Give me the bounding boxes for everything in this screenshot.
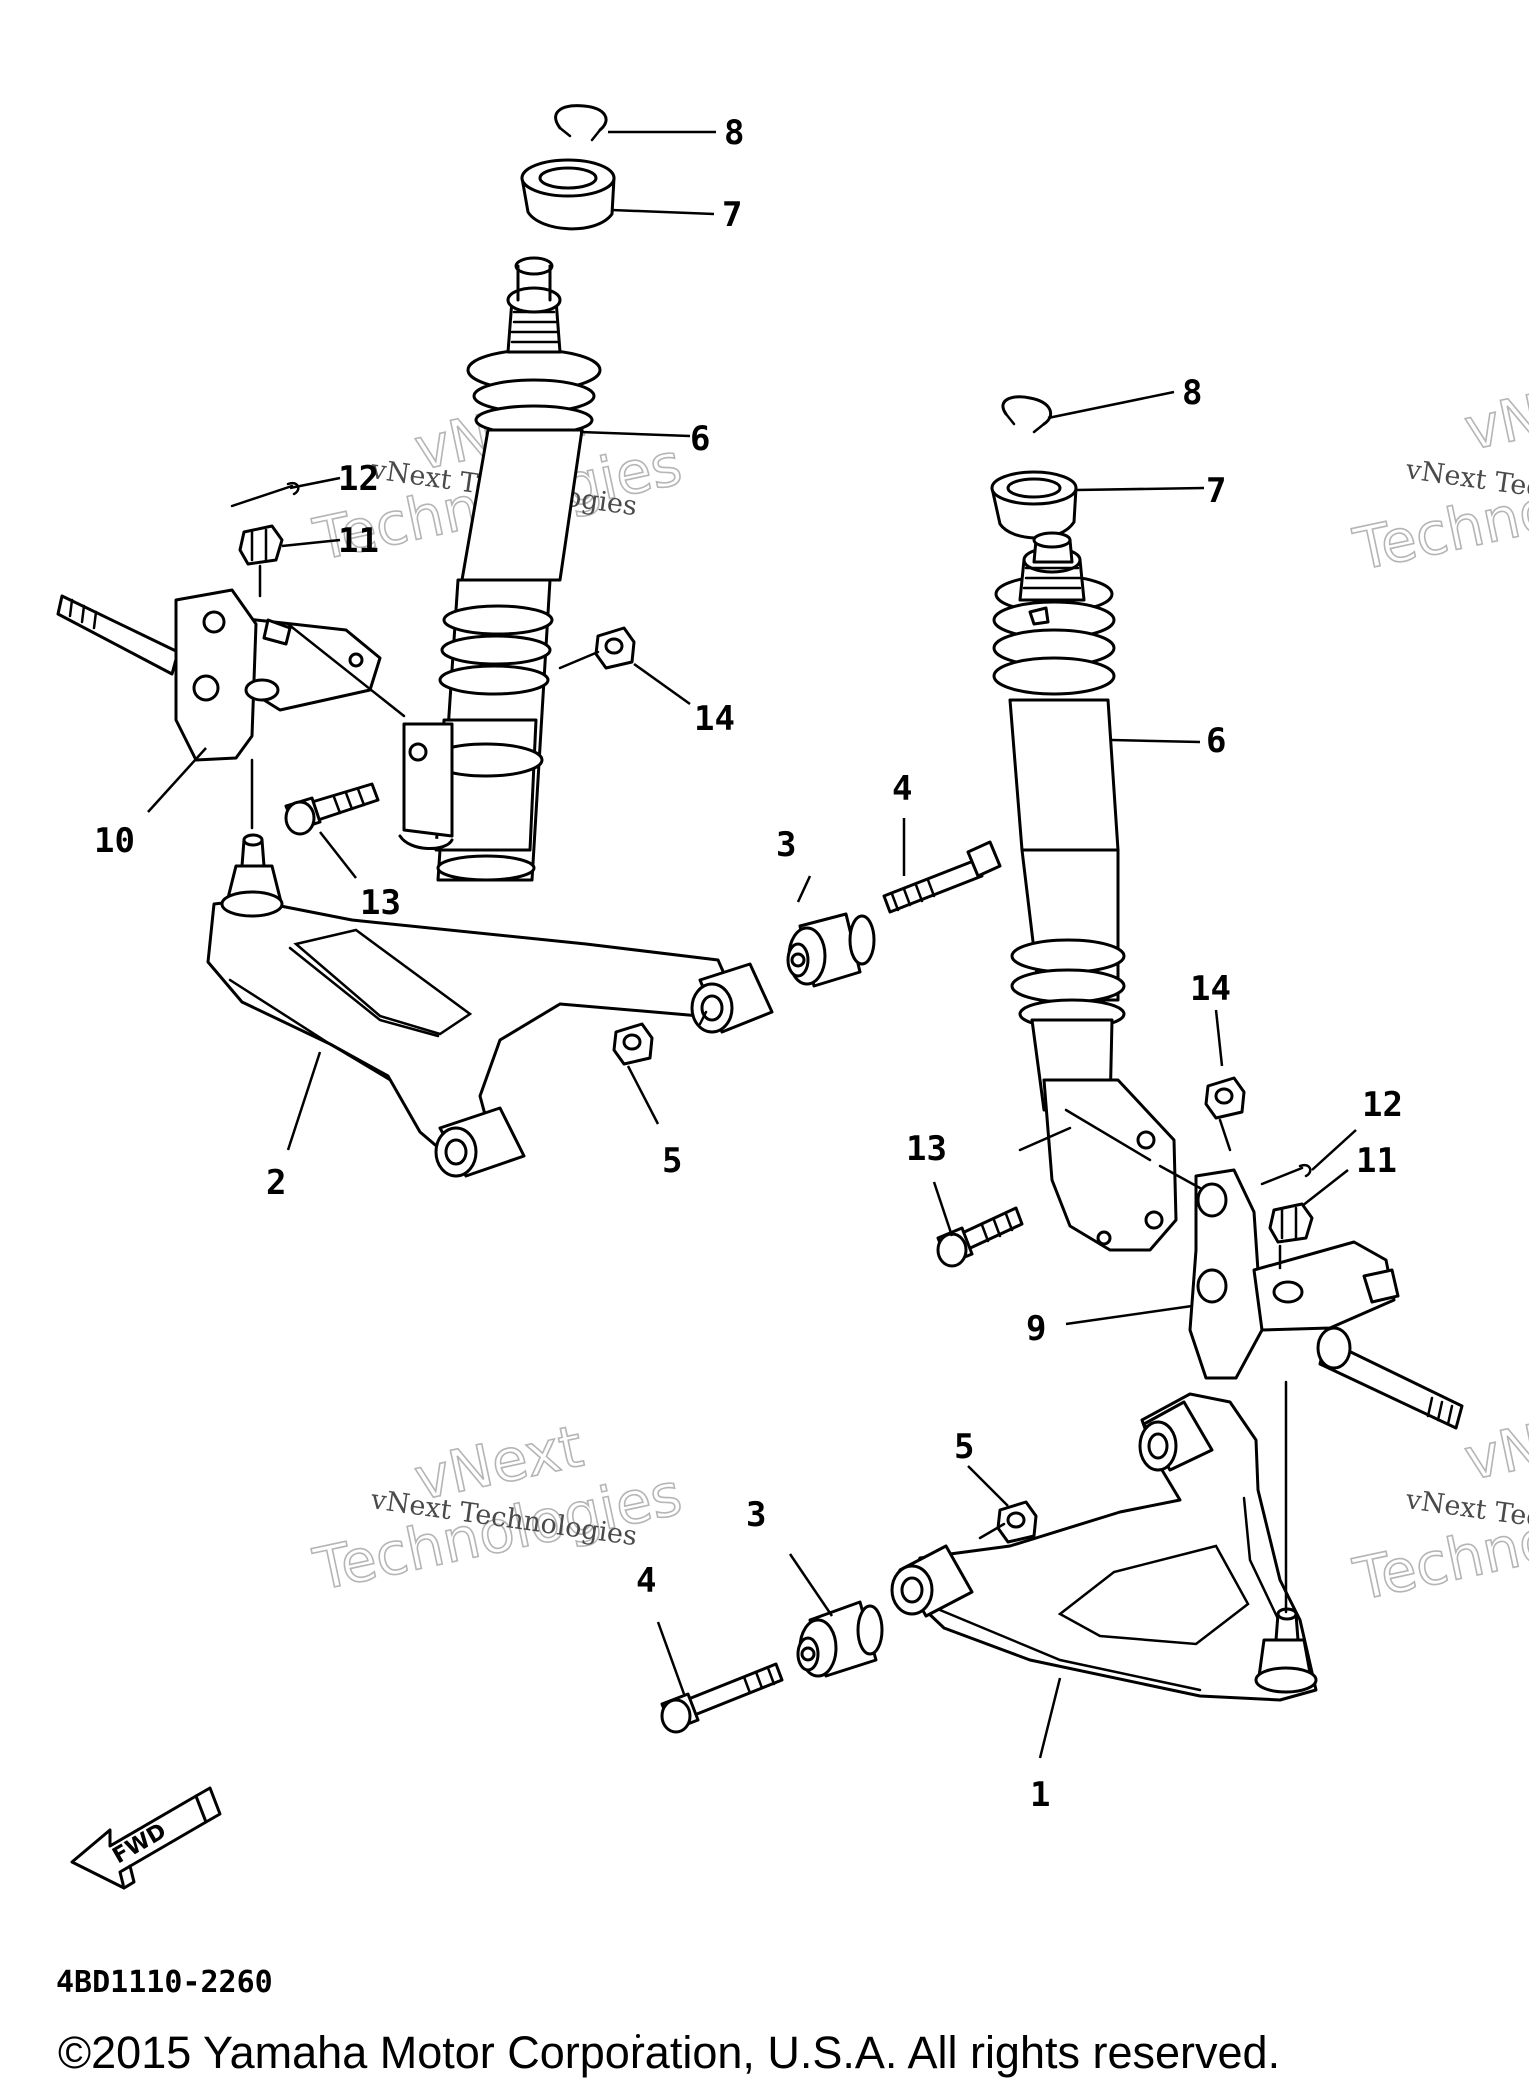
watermark-bottom-right: vNext Technologies vNext Technologies <box>1347 1391 1529 1615</box>
callout-14-left: 14 <box>694 699 735 739</box>
watermark-bottom-center: vNext Technologies vNext Technologies <box>307 1411 688 1605</box>
callout-5-left: 5 <box>662 1141 682 1181</box>
cotter-pin-right <box>1260 1163 1312 1186</box>
callout-6-left: 6 <box>690 419 710 459</box>
callout-numbers: 8 7 6 12 11 14 10 13 3 4 5 2 8 7 6 14 12… <box>94 113 1403 1815</box>
lower-arm-left <box>206 833 774 1178</box>
copyright-notice: ©2015 Yamaha Motor Corporation, U.S.A. A… <box>58 2027 1280 2078</box>
callout-6-right: 6 <box>1206 721 1226 761</box>
circlip-left <box>554 104 608 142</box>
callout-8-left: 8 <box>724 113 744 153</box>
callout-10: 10 <box>94 821 135 861</box>
shock-absorber-right <box>992 531 1178 1252</box>
bolt-right <box>936 1206 1024 1268</box>
bolt-left-long <box>882 840 1002 914</box>
stray-mark <box>636 2034 640 2038</box>
callout-2: 2 <box>266 1163 286 1203</box>
callout-7-left: 7 <box>722 195 742 235</box>
callout-9: 9 <box>1026 1309 1046 1349</box>
callout-8-right: 8 <box>1182 373 1202 413</box>
lower-arm-right <box>890 1392 1318 1702</box>
callout-7-right: 7 <box>1206 471 1226 511</box>
callout-12-right: 12 <box>1362 1085 1403 1125</box>
forward-direction-indicator: FWD <box>70 1786 222 1890</box>
watermark-word-top: vNext <box>1459 1392 1529 1494</box>
callout-5-right: 5 <box>954 1427 974 1467</box>
bushing-left <box>786 912 876 988</box>
callout-3-right: 3 <box>746 1495 766 1535</box>
castle-nut-left <box>238 524 284 566</box>
nut-right-upper <box>1204 1076 1246 1120</box>
watermark-top-right: vNext Technologies vNext Technologies <box>1347 361 1529 585</box>
diagram-code: 4BD1110-2260 <box>56 1965 273 2000</box>
circlip-right <box>1001 395 1053 434</box>
callout-11-right: 11 <box>1356 1141 1397 1181</box>
leader-lines <box>147 130 1357 1759</box>
spring-seat-left <box>520 158 616 231</box>
nut-right-lower <box>996 1500 1038 1544</box>
castle-nut-right <box>1268 1202 1314 1244</box>
bushing-right <box>796 1600 884 1678</box>
steering-knuckle-left <box>56 588 382 762</box>
watermark-word-top: vNext <box>1459 362 1529 464</box>
callout-13-right: 13 <box>906 1129 947 1169</box>
callout-1: 1 <box>1030 1775 1050 1815</box>
bolt-right-long <box>660 1662 784 1734</box>
callout-3-left: 3 <box>776 825 796 865</box>
centerlines <box>250 564 1288 1614</box>
shock-absorber-left <box>398 256 602 882</box>
callout-4-left: 4 <box>892 769 912 809</box>
callout-11-left: 11 <box>338 521 379 561</box>
callout-12-left: 12 <box>338 459 379 499</box>
bolt-left <box>284 782 380 836</box>
callout-14-right: 14 <box>1190 969 1231 1009</box>
steering-knuckle-right <box>1188 1168 1464 1430</box>
spring-seat-right <box>990 470 1078 540</box>
cotter-pin-left <box>230 481 300 508</box>
callout-13-left: 13 <box>360 883 401 923</box>
nut-left-upper <box>594 626 636 670</box>
nut-left-lower <box>612 1022 654 1066</box>
callout-4-right: 4 <box>636 1561 656 1601</box>
